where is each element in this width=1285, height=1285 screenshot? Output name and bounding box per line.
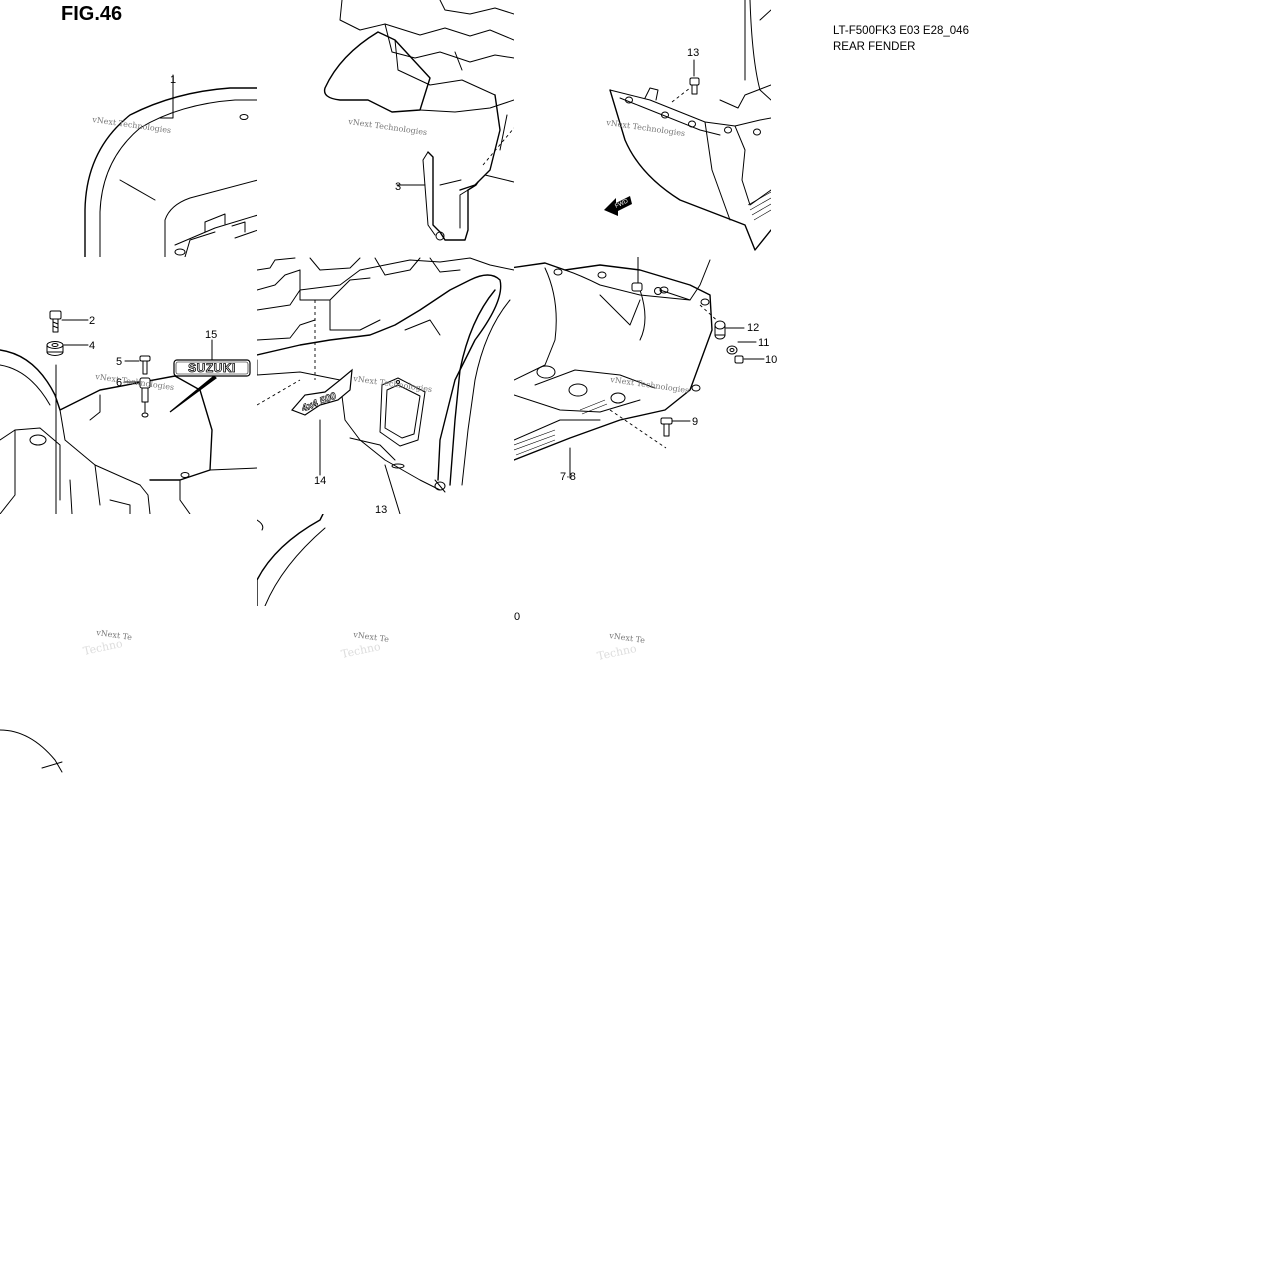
- watermark-6: vNext Technologies: [609, 375, 690, 395]
- bolt-10: [734, 355, 744, 364]
- callout-14: 14: [314, 475, 326, 487]
- callout-15: 15: [205, 329, 217, 341]
- callout-13-top: 13: [687, 47, 699, 59]
- watermark-12: Techno: [596, 642, 638, 663]
- tile-fender-rear: SUZUKI: [0, 310, 257, 514]
- section-name: REAR FENDER: [833, 41, 916, 53]
- bolt-small-top: [631, 282, 662, 295]
- watermark-10: Techno: [82, 637, 124, 658]
- page-marker: 0: [514, 611, 520, 623]
- collar-12: [714, 320, 726, 340]
- bolt-5: [139, 355, 151, 375]
- callout-13-lower: 13: [375, 504, 387, 516]
- callout-7-8: 7·8: [560, 471, 576, 483]
- callout-labels: 1 2 3 4 5 6 7·8 9 10 11 12 13 13 14 15 0: [89, 47, 777, 623]
- watermark-3: vNext Technologies: [605, 118, 686, 138]
- callout-1: 1: [170, 74, 176, 86]
- tile-partial-curve: [257, 514, 326, 606]
- callout-11: 11: [758, 337, 769, 349]
- watermark-5: vNext Technologies: [352, 374, 433, 394]
- model-code: LT-F500FK3 E03 E28_046: [833, 25, 969, 37]
- watermark-2: vNext Technologies: [347, 117, 428, 137]
- fwd-label: FWD: [614, 198, 630, 209]
- grille-pattern: [747, 191, 771, 221]
- callout-10: 10: [765, 354, 777, 366]
- callout-12: 12: [747, 322, 759, 334]
- bolt-13-top: [689, 77, 700, 95]
- washer-11: [726, 345, 738, 355]
- tile-fender-inner: [323, 0, 514, 241]
- bolt-2: [49, 310, 62, 333]
- callout-5: 5: [116, 356, 122, 368]
- callout-3: 3: [395, 181, 401, 193]
- suzuki-badge-text: SUZUKI: [188, 361, 236, 375]
- suzuki-badge: SUZUKI: [173, 359, 251, 377]
- tile-fender-top: [84, 74, 257, 257]
- figure-title: FIG.46: [61, 3, 123, 25]
- watermark-11: Techno: [340, 640, 382, 661]
- tile-mud-flap: FWD: [604, 0, 771, 251]
- callout-6: 6: [116, 377, 122, 389]
- tile-stray-arc: [0, 729, 63, 773]
- callout-9: 9: [692, 416, 698, 428]
- grille-pattern-lower: [514, 399, 608, 456]
- fwd-arrow-icon: FWD: [604, 196, 632, 216]
- watermarks: vNext Technologies vNext Technologies vN…: [82, 115, 690, 663]
- tile-fender-lower: [514, 257, 765, 479]
- bolt-9: [660, 417, 673, 437]
- grommet-4: [46, 341, 64, 356]
- callout-2: 2: [89, 315, 95, 327]
- callout-4: 4: [89, 340, 95, 352]
